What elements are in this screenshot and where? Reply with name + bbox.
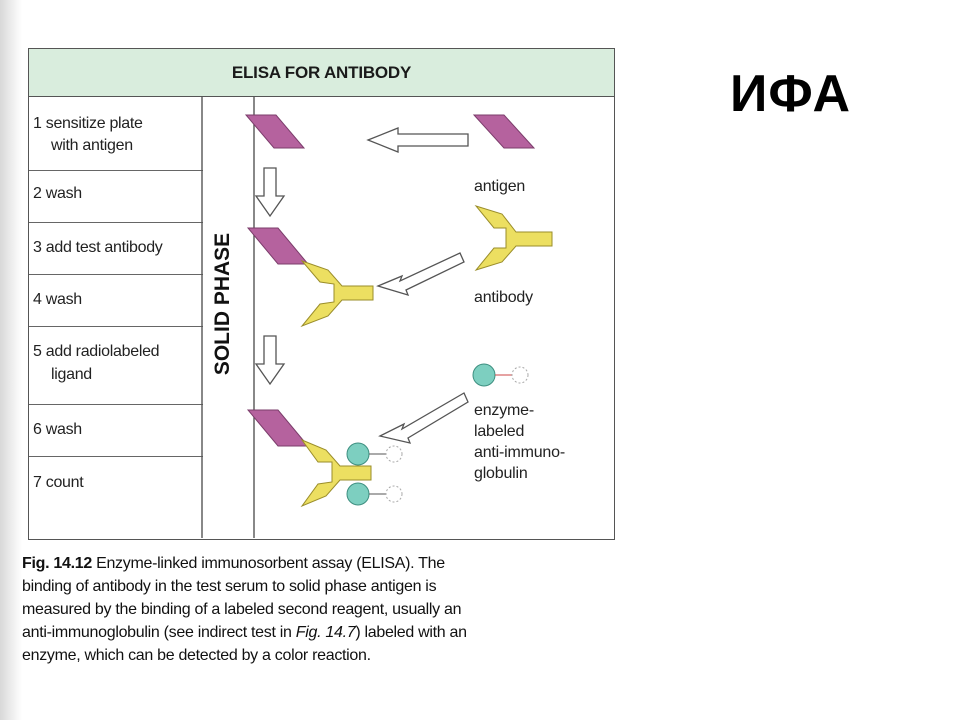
step-2: 2 wash [29, 171, 203, 223]
step-1: 1 sensitize plate with antigen [29, 97, 203, 171]
enzyme-label-line-4: globulin [474, 465, 528, 482]
arrow-anti-ig-in [378, 392, 469, 444]
enzyme-label-line-1: enzyme- [474, 402, 534, 419]
caption-line-4-a: anti-immunoglobulin (see indirect test i… [22, 624, 296, 641]
plate-antigen-1 [244, 114, 306, 149]
caption-fig-number: Fig. 14.12 [22, 555, 92, 572]
caption-line-3: measured by the binding of a labeled sec… [22, 601, 462, 618]
enzyme-label-line-3: anti-immuno- [474, 444, 565, 461]
enzyme-reaction-bottom [385, 485, 403, 503]
step-7-line-1: 7 count [33, 474, 84, 491]
free-enzyme-reaction [511, 366, 529, 384]
caption-fig-ref: Fig. 14.7 [295, 624, 356, 641]
step-4: 4 wash [29, 275, 203, 327]
step-list: 1 sensitize plate with antigen 2 wash 3 … [29, 97, 203, 539]
slide-title: ИФА [730, 65, 852, 123]
step-5-line-1: 5 add radiolabeled [33, 343, 160, 360]
solid-phase-label: SOLID PHASE [211, 232, 235, 376]
arrow-antigen-in [366, 127, 469, 153]
plate-antigen-2 [246, 227, 310, 265]
step-1-line-2: with antigen [51, 137, 133, 154]
caption-line-5: enzyme, which can be detected by a color… [22, 647, 371, 664]
figure-title-bar: ELISA FOR ANTIBODY [29, 49, 614, 97]
enzyme-label-line-2: labeled [474, 423, 525, 440]
caption-line-1: Fig. 14.12 Enzyme-linked immunosorbent a… [22, 552, 602, 575]
scan-edge-shadow [0, 0, 22, 720]
step-4-line-1: 4 wash [33, 291, 82, 308]
arrow-antibody-in [376, 252, 465, 297]
caption-line-1-text: Enzyme-linked immunosorbent assay (ELISA… [91, 555, 445, 572]
elisa-diagram [201, 96, 553, 538]
bound-antibody [300, 259, 374, 328]
plate-antigen-3 [246, 409, 310, 447]
arrow-down-1 [254, 167, 286, 218]
figure-caption: Fig. 14.12 Enzyme-linked immunosorbent a… [22, 552, 602, 667]
enzyme-reaction-top [385, 445, 403, 463]
caption-line-2: binding of antibody in the test serum to… [22, 578, 437, 595]
antigen-label: antigen [474, 178, 526, 195]
enzyme-label-bottom [346, 482, 370, 506]
step-2-line-1: 2 wash [33, 185, 82, 202]
step-1-line-1: 1 sensitize plate [33, 115, 143, 132]
figure-title: ELISA FOR ANTIBODY [231, 62, 412, 82]
arrow-down-2 [254, 335, 286, 386]
step-3-line-1: 3 add test antibody [33, 239, 163, 256]
step-6: 6 wash [29, 405, 203, 457]
caption-line-4: anti-immunoglobulin (see indirect test i… [22, 621, 602, 644]
step-3: 3 add test antibody [29, 223, 203, 275]
step-6-line-1: 6 wash [33, 421, 82, 438]
step-5: 5 add radiolabeled ligand [29, 327, 203, 405]
enzyme-label-top [346, 442, 370, 466]
free-antigen-icon [472, 114, 536, 149]
caption-line-4-b: ) labeled with an [355, 624, 467, 641]
step-5-line-2: ligand [51, 366, 92, 383]
bound-antibody-3 [300, 438, 372, 508]
antibody-label: antibody [474, 289, 533, 306]
step-7: 7 count [29, 457, 203, 539]
free-antibody-icon [474, 205, 553, 271]
free-enzyme-icon [472, 363, 496, 387]
